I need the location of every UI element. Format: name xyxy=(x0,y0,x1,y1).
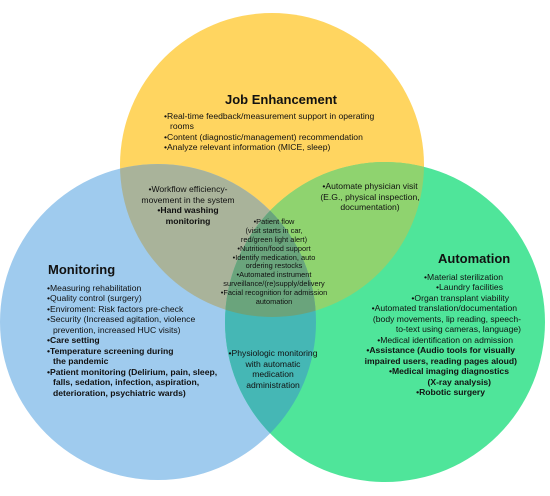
center-item: •Nutrition/food support xyxy=(237,243,311,253)
automation-item: (body movements, lip reading, speech- xyxy=(372,313,521,324)
job-monitoring-overlap xyxy=(120,164,316,317)
automation-item: •Organ transplant viability xyxy=(411,292,509,303)
job-automation-item: documentation) xyxy=(340,202,400,213)
monitoring-item: •Care setting xyxy=(47,335,100,346)
job-monitoring-item: •Workflow efficiency- xyxy=(148,184,228,194)
monitoring-automation-item: administration xyxy=(246,380,300,391)
job-enhancement-title: Job Enhancement xyxy=(225,92,337,107)
center-item: •Identify medication, auto xyxy=(232,252,316,262)
automation-item: •Assistance (Audio tools for visually xyxy=(366,345,515,356)
monitoring-item: prevention, increased HUC visits) xyxy=(53,324,181,335)
job-enhancement-item: •Content (diagnostic/management) recomme… xyxy=(164,131,363,142)
automation-item: •Medical imaging diagnostics xyxy=(388,366,509,377)
monitoring-automation-item: with automatic xyxy=(245,358,301,369)
job-enhancement-item: •Analyze relevant information (MICE, sle… xyxy=(164,142,331,153)
automation-item: (X-ray analysis) xyxy=(427,376,491,387)
job-monitoring-item: monitoring xyxy=(165,216,211,227)
automation-item: •Medical identification on admission xyxy=(377,334,513,345)
automation-title: Automation xyxy=(438,251,511,266)
job-monitoring-item: movement in the system xyxy=(141,194,235,205)
monitoring-item: •Quality control (surgery) xyxy=(47,293,142,304)
automation-list: •Material sterilization •Laundry facilit… xyxy=(343,272,523,398)
automation-item: to-text using cameras, language) xyxy=(395,324,521,335)
job-monitoring-list: •Workflow efficiency- movement in the sy… xyxy=(133,184,243,227)
monitoring-item: the pandemic xyxy=(53,356,109,367)
job-enhancement-item: •Real-time feedback/measurement support … xyxy=(164,111,375,121)
monitoring-list: •Measuring rehabilitation •Quality contr… xyxy=(47,283,217,398)
center-list: •Patient flow (visit starts in car, red/… xyxy=(214,217,334,307)
job-enhancement-list: •Real-time feedback/measurement support … xyxy=(164,111,374,153)
monitoring-item: •Patient monitoring (Delirium, pain, sle… xyxy=(47,366,218,377)
center-item: red/green light alert) xyxy=(240,234,308,244)
monitoring-item: •Measuring rehabilitation xyxy=(47,283,142,293)
automation-item: •Automated translation/documentation xyxy=(371,303,517,314)
center-item: •Patient flow xyxy=(253,217,295,226)
center-item: •Automated instrument xyxy=(236,270,312,280)
job-automation-list: •Automate physician visit (E.G., physica… xyxy=(310,181,430,213)
center-item: ordering restocks xyxy=(245,261,303,271)
job-automation-item: (E.G., physical inspection, xyxy=(320,191,420,202)
monitoring-item: •Security (Increased agitation, violence xyxy=(47,314,196,325)
center-item: automation xyxy=(255,296,293,306)
monitoring-item: deterioration, psychiatric wards) xyxy=(53,387,186,398)
automation-item: impaired users, reading pages aloud) xyxy=(364,355,517,366)
automation-item: •Robotic surgery xyxy=(416,387,485,398)
monitoring-automation-item: medication xyxy=(252,369,294,380)
center-item: surveillance/(re)supply/delivery xyxy=(223,279,325,289)
job-automation-item: •Automate physician visit xyxy=(322,181,418,191)
automation-item: •Laundry facilities xyxy=(435,282,503,293)
job-monitoring-item: •Hand washing xyxy=(157,205,219,216)
center-item: •Facial recognition for admission xyxy=(220,288,328,297)
automation-item: •Material sterilization xyxy=(424,272,503,282)
monitoring-automation-list: •Physiologic monitoring with automatic m… xyxy=(218,348,328,391)
job-automation-overlap xyxy=(225,162,424,317)
monitoring-automation-item: •Physiologic monitoring xyxy=(228,348,318,358)
monitoring-title: Monitoring xyxy=(48,262,116,277)
job-enhancement-item: rooms xyxy=(170,121,194,132)
monitoring-item: •Temperature screening during xyxy=(47,345,174,356)
monitoring-item: falls, sedation, infection, aspiration, xyxy=(53,377,200,388)
monitoring-item: •Enviroment: Risk factors pre-check xyxy=(47,303,184,314)
center-item: (visit starts in car, xyxy=(245,225,303,235)
